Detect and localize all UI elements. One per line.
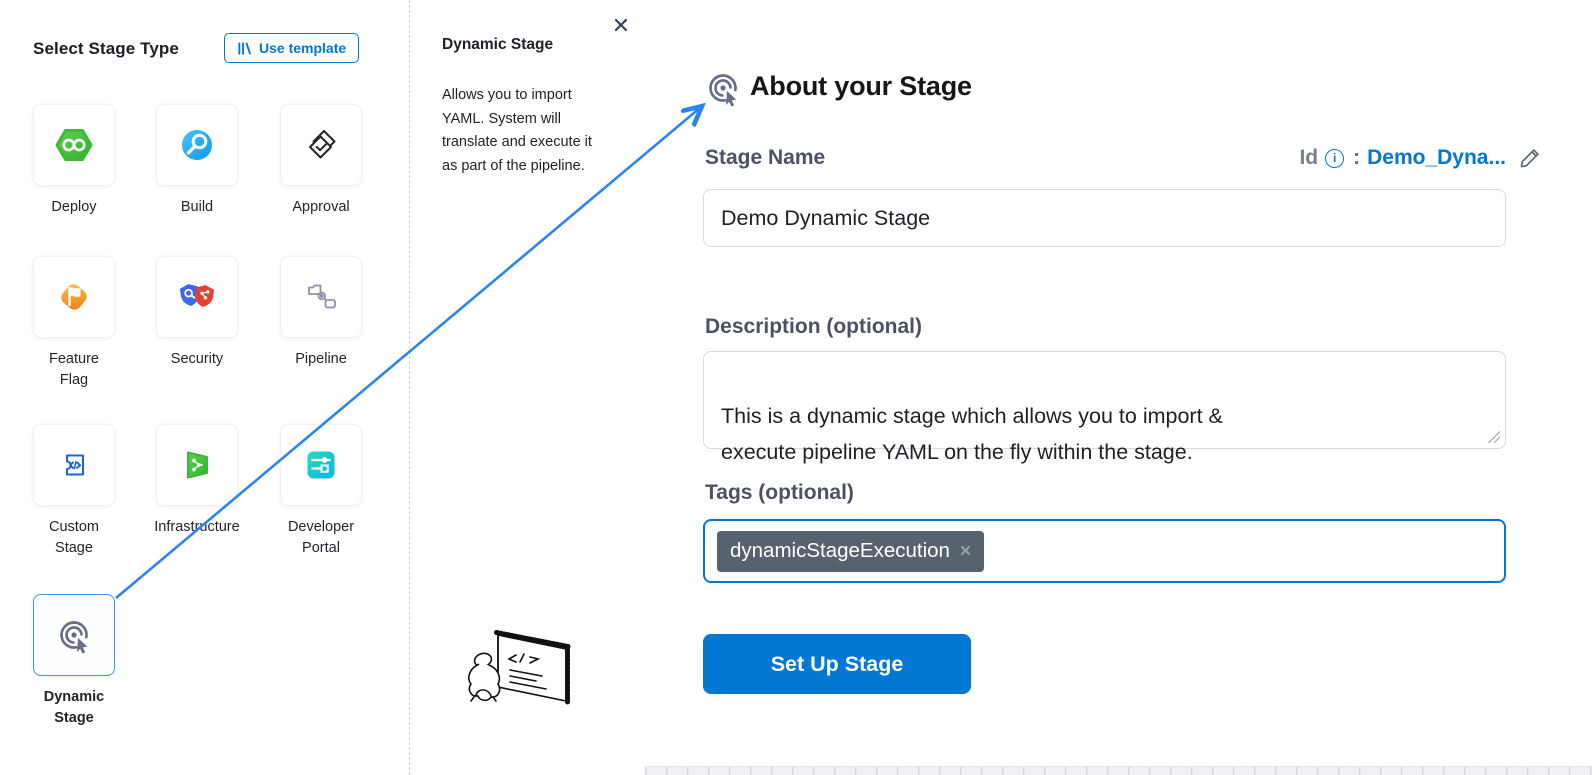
stage-label-infrastructure: Infrastructure xyxy=(154,519,240,535)
approval-icon xyxy=(309,130,336,159)
stage-card-approval[interactable] xyxy=(280,104,362,186)
stage-name-label: Stage Name xyxy=(705,146,826,169)
stage-card-developer-portal[interactable] xyxy=(280,424,362,506)
resize-grip-icon[interactable] xyxy=(1488,431,1500,443)
stage-name-input[interactable] xyxy=(703,189,1506,247)
whiteboard-illustration xyxy=(468,630,571,705)
stage-label-pipeline: Pipeline xyxy=(295,351,347,367)
description-textarea[interactable]: This is a dynamic stage which allows you… xyxy=(703,351,1506,464)
custom-stage-icon xyxy=(66,454,84,476)
stage-info-panel: ✕ Dynamic Stage Allows you to import YAM… xyxy=(409,0,641,775)
deploy-icon xyxy=(55,129,93,161)
stage-card-pipeline[interactable] xyxy=(280,256,362,338)
stage-label-feature-flag: Feature Flag xyxy=(49,351,99,389)
id-value[interactable]: Demo_Dyna... xyxy=(1367,146,1506,169)
select-stage-title: Select Stage Type xyxy=(33,39,179,58)
stage-label-custom-stage: Custom Stage xyxy=(49,519,99,557)
dynamic-stage-icon xyxy=(709,74,737,107)
stage-label-dynamic-stage: Dynamic Stage xyxy=(43,689,105,727)
stage-cell-custom-stage: Custom Stage xyxy=(12,424,136,559)
tags-input[interactable]: dynamicStageExecution × xyxy=(703,519,1506,583)
description-label: Description (optional) xyxy=(705,315,922,338)
stage-cell-deploy: Deploy xyxy=(12,104,136,218)
select-stage-panel: Select Stage Type Use template Deploy xyxy=(0,0,409,775)
template-library-icon xyxy=(238,41,251,55)
set-up-stage-button[interactable]: Set Up Stage xyxy=(703,634,971,694)
tag-chip: dynamicStageExecution × xyxy=(717,530,985,572)
stage-label-approval: Approval xyxy=(292,199,350,215)
use-template-button[interactable]: Use template xyxy=(224,33,360,63)
stage-cell-security: Security xyxy=(135,256,259,370)
stage-info-title: Dynamic Stage xyxy=(442,36,554,53)
id-separator: : xyxy=(1353,146,1361,169)
use-template-label: Use template xyxy=(259,40,347,56)
stage-card-deploy[interactable] xyxy=(33,104,115,186)
build-icon xyxy=(182,130,212,160)
id-label: Id xyxy=(1299,146,1319,169)
tag-remove-icon[interactable]: × xyxy=(959,540,972,562)
stage-cell-pipeline: Pipeline xyxy=(259,256,383,370)
stage-card-build[interactable] xyxy=(156,104,238,186)
about-stage-title: About your Stage xyxy=(750,71,972,101)
infrastructure-icon xyxy=(187,451,208,479)
stage-cell-dynamic-stage: Dynamic Stage xyxy=(12,594,136,729)
stage-card-dynamic-stage[interactable] xyxy=(33,594,115,676)
stage-id-row: Id i : Demo_Dyna... xyxy=(1299,146,1506,170)
stage-label-deploy: Deploy xyxy=(51,199,97,215)
developer-portal-icon xyxy=(307,451,335,479)
info-icon[interactable]: i xyxy=(1325,148,1345,168)
stage-label-security: Security xyxy=(170,351,224,367)
pipeline-icon xyxy=(308,284,336,309)
tags-label: Tags (optional) xyxy=(705,481,854,504)
stage-cell-developer-portal: Developer Portal xyxy=(259,424,383,559)
stage-label-build: Build xyxy=(180,199,214,215)
stage-info-description: Allows you to import YAML. System will t… xyxy=(442,87,592,174)
stage-cell-approval: Approval xyxy=(259,104,383,218)
stage-card-feature-flag[interactable] xyxy=(33,256,115,338)
about-stage-panel: About your Stage Stage Name Id i : Demo_… xyxy=(641,0,1592,775)
stage-cell-feature-flag: Feature Flag xyxy=(12,256,136,391)
edit-pencil-icon[interactable] xyxy=(1518,146,1542,170)
pipeline-canvas-edge xyxy=(645,766,1592,775)
stage-cell-infrastructure: Infrastructure xyxy=(135,424,259,538)
stage-card-custom-stage[interactable] xyxy=(33,424,115,506)
description-value: This is a dynamic stage which allows you… xyxy=(721,404,1223,465)
feature-flag-icon xyxy=(61,284,87,310)
close-icon[interactable]: ✕ xyxy=(611,13,631,38)
stage-label-developer-portal: Developer Portal xyxy=(287,519,355,557)
security-icon xyxy=(179,284,215,307)
stage-cell-build: Build xyxy=(135,104,259,218)
stage-card-infrastructure[interactable] xyxy=(156,424,238,506)
stage-card-security[interactable] xyxy=(156,256,238,338)
dynamic-stage-icon xyxy=(60,621,88,654)
tag-chip-label: dynamicStageExecution xyxy=(730,539,950,562)
